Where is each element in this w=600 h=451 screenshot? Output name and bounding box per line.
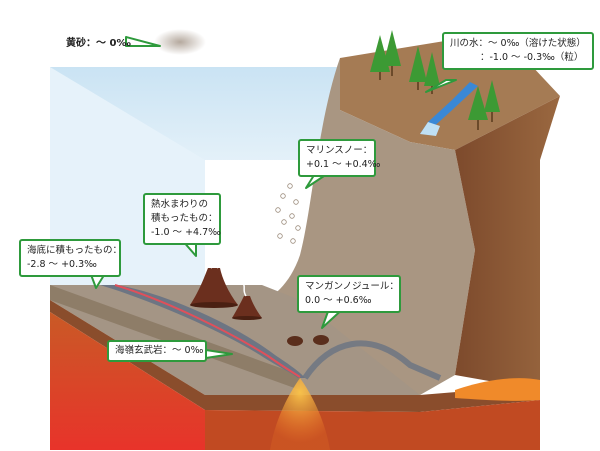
tree-group <box>370 30 500 130</box>
manganese-nodule-2 <box>313 335 329 345</box>
river-water-line2: ：-1.0 ～ -0.3‰（粒） <box>480 52 584 63</box>
hydrothermal-line2: 積もったもの： <box>151 213 218 224</box>
ridge-basalt-label: 海嶺玄武岩：～ 0‰ <box>115 345 204 356</box>
river <box>420 82 478 134</box>
basalt-red-line <box>114 284 301 378</box>
seafloor-sediment-line2: -2.8 ～ +0.3‰ <box>27 259 97 270</box>
river-water-line1: 川の水：～ 0‰（溶けた状態） <box>450 38 586 49</box>
hydrothermal-line1: 熱水まわりの <box>151 199 209 210</box>
sediment-top-strip <box>50 285 300 390</box>
river-fall <box>420 122 440 136</box>
manganese-nodule-1 <box>287 336 303 346</box>
mantle-front-left <box>50 312 205 450</box>
pointer-yellow-sand <box>125 36 161 47</box>
seafloor-sediment-line1: 海底に積もったもの： <box>27 245 123 256</box>
manganese-nodule-line1: マンガンノジュール： <box>305 281 399 292</box>
callout-ridge-basalt: 海嶺玄武岩：～ 0‰ <box>107 340 207 362</box>
hydrothermal-vent-large <box>190 249 238 308</box>
marine-snow-particles <box>275 183 301 244</box>
yellow-sand-dust <box>154 29 206 55</box>
callout-marine-snow: マリンスノー： +0.1 ～ +0.4‰ <box>298 139 381 177</box>
continent-side <box>455 96 560 390</box>
basalt-band <box>100 285 305 378</box>
marine-snow-line2: +0.1 ～ +0.4‰ <box>306 159 381 170</box>
pointer-river-water <box>425 79 457 93</box>
callout-river-water: 川の水：～ 0‰（溶けた状態） ：-1.0 ～ -0.3‰（粒） <box>442 32 594 70</box>
magma-plume <box>270 378 330 450</box>
hydrothermal-vent-small <box>232 282 262 320</box>
callout-manganese-nodule: マンガンノジュール： 0.0 ～ +0.6‰ <box>297 275 401 313</box>
manganese-nodule-line2: 0.0 ～ +0.6‰ <box>305 295 372 306</box>
hydrothermal-line3: -1.0 ～ +4.7‰ <box>151 227 221 238</box>
basalt-band-right <box>302 340 442 381</box>
label-yellow-sand: 黄砂：～ 0‰ <box>66 38 131 49</box>
magma-chamber-right <box>455 378 540 401</box>
marine-snow-line1: マリンスノー： <box>306 145 373 156</box>
callout-hydrothermal: 熱水まわりの 積もったもの： -1.0 ～ +4.7‰ <box>143 193 221 245</box>
callout-seafloor-sediment: 海底に積もったもの： -2.8 ～ +0.3‰ <box>19 239 123 277</box>
